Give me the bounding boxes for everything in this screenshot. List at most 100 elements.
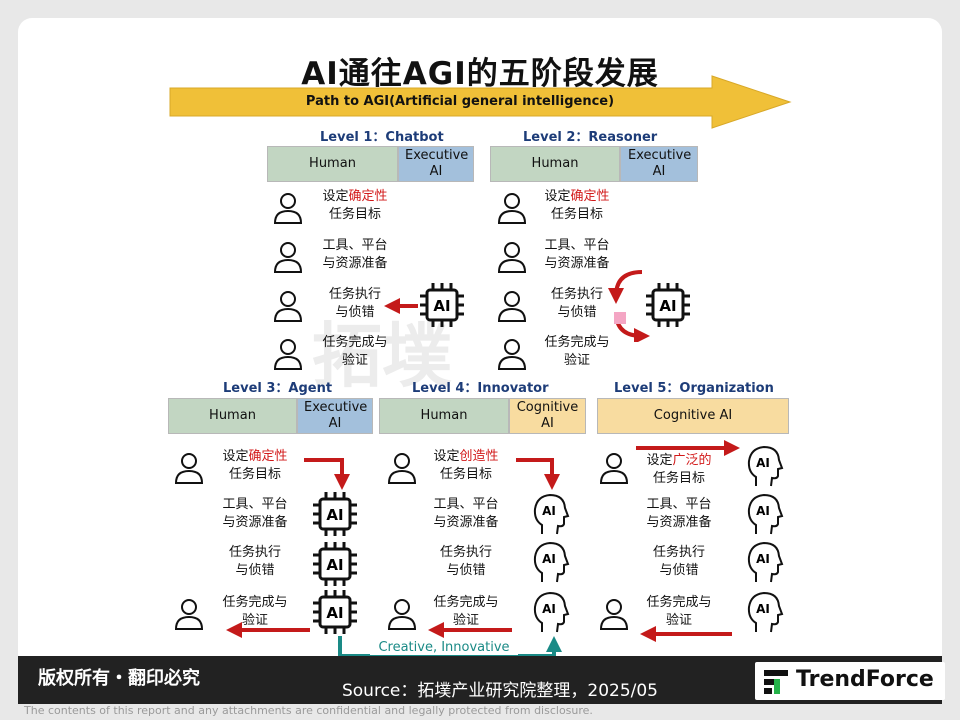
l3-task-exec: 任务执行与侦错 [200,544,310,580]
ai-chip-icon: AI [644,281,692,329]
copyright-notice: 版权所有・翻印必究 [38,668,200,689]
exec-line-1: 任务执行 [439,545,492,560]
done-line-1: 任务完成与 [544,335,610,350]
l2-task-exec: 任务执行与侦错 [522,286,632,322]
ai-chip-icon: AI [311,588,359,636]
l4-task-done: 任务完成与验证 [411,594,521,630]
done-line-2: 验证 [241,613,268,628]
ai-chip-icon: AI [418,281,466,329]
set-prefix: 设定 [433,449,460,464]
level-1-ai-header: Executive AI [398,146,474,182]
tools-line-1: 工具、平台 [646,497,712,512]
l3-task-tools: 工具、平台与资源准备 [200,496,310,532]
level-4-human-header: Human [379,398,509,434]
level-1-ai-label: Executive AI [405,148,469,179]
tools-line-2: 与资源准备 [646,515,712,530]
page-title: AI通往AGI的五阶段发展 [301,56,659,92]
broad-keyword: 广泛的 [672,453,712,468]
trendforce-logo [755,662,945,700]
tools-line-1: 工具、平台 [544,238,610,253]
svg-text:AI: AI [756,602,770,616]
exec-line-1: 任务执行 [328,287,381,302]
exec-line-1: 任务执行 [652,545,705,560]
l1-task-done: 任务完成与验证 [300,334,410,370]
l3-task-goal: 设定确定性任务目标 [200,448,310,484]
arrow-icon [428,622,512,638]
arrow-icon [304,458,350,490]
goal-text: 任务目标 [652,471,705,486]
done-line-2: 验证 [452,613,479,628]
creative-keyword: 创造性 [459,449,499,464]
svg-text:AI: AI [433,297,450,315]
svg-text:AI: AI [542,602,556,616]
l5-task-tools: 工具、平台与资源准备 [624,496,734,532]
svg-text:AI: AI [756,504,770,518]
tools-line-1: 工具、平台 [222,497,288,512]
level-2-human-header: Human [490,146,620,182]
ai-head-icon: AI [530,492,570,536]
goal-text: 任务目标 [228,467,281,482]
goal-text: 任务目标 [328,207,381,222]
level-2-ai-header: Executive AI [620,146,698,182]
level-1-label: Level 1：Chatbot [320,130,444,145]
svg-text:AI: AI [542,504,556,518]
set-prefix: 设定 [322,189,349,204]
cycle-arrow-icon [608,270,650,342]
l2-task-done: 任务完成与验证 [522,334,632,370]
exec-line-2: 与侦错 [557,305,597,320]
set-prefix: 设定 [544,189,571,204]
svg-text:AI: AI [756,456,770,470]
level-5-ai-header: Cognitive AI [597,398,789,434]
l1-task-exec: 任务执行与侦错 [300,286,410,322]
level-2-label: Level 2：Reasoner [523,130,658,145]
arrow-icon [384,298,418,314]
exec-line-2: 与侦错 [235,563,275,578]
creative-label: Creative, Innovative [370,640,518,655]
level-3-human-header: Human [168,398,297,434]
arrow-icon [636,440,740,456]
l2-task-goal: 设定确定性任务目标 [522,188,632,224]
done-line-2: 验证 [665,613,692,628]
l4-task-exec: 任务执行与侦错 [411,544,521,580]
ai-head-icon: AI [744,540,784,584]
level-4-label: Level 4：Innovator [412,381,549,396]
done-line-1: 任务完成与 [646,595,712,610]
arrow-icon [640,626,732,642]
ai-chip-icon: AI [311,540,359,588]
done-line-1: 任务完成与 [222,595,288,610]
done-line-1: 任务完成与 [322,335,388,350]
ai-head-icon: AI [744,590,784,634]
done-line-2: 验证 [563,353,590,368]
level-3-ai-label: Executive AI [304,400,368,431]
goal-text: 任务目标 [439,467,492,482]
ai-head-icon: AI [530,540,570,584]
l4-task-goal: 设定创造性任务目标 [411,448,521,484]
certain-keyword: 确定性 [248,449,288,464]
level-1-human-header: Human [267,146,398,182]
svg-text:AI: AI [326,604,343,622]
level-3-label: Level 3：Agent [223,381,333,396]
tools-line-2: 与资源准备 [544,256,610,271]
tools-line-2: 与资源准备 [222,515,288,530]
level-4-ai-header: Cognitive AI [509,398,586,434]
done-line-2: 验证 [341,353,368,368]
level-3-ai-header: Executive AI [297,398,373,434]
certain-keyword: 确定性 [570,189,610,204]
goal-text: 任务目标 [550,207,603,222]
source-note: Source：拓墣产业研究院整理，2025/05 [341,681,658,701]
done-line-1: 任务完成与 [433,595,499,610]
path-arrow-icon [169,75,792,129]
l5-task-goal: 设定广泛的任务目标 [624,452,734,488]
svg-text:AI: AI [542,552,556,566]
ai-head-icon: AI [744,492,784,536]
svg-text:AI: AI [326,556,343,574]
l4-task-tools: 工具、平台与资源准备 [411,496,521,532]
ai-head-icon: AI [530,590,570,634]
tools-line-2: 与资源准备 [322,256,388,271]
arrow-icon [516,458,560,490]
l5-task-done: 任务完成与验证 [624,594,734,630]
tools-line-2: 与资源准备 [433,515,499,530]
arrow-icon [226,622,310,638]
l1-task-tools: 工具、平台与资源准备 [300,237,410,273]
